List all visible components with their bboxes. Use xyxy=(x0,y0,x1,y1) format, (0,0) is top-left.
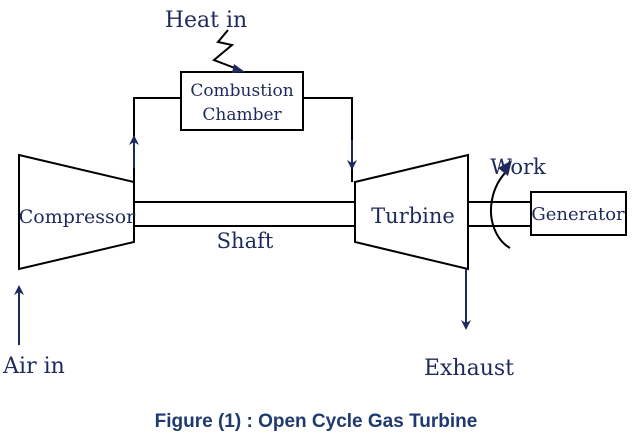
compressor-label: Compressor xyxy=(19,206,136,228)
combustor-to-turbine-line xyxy=(303,97,353,182)
work-arrowhead xyxy=(498,160,512,176)
air-in-label: Air in xyxy=(2,354,65,379)
generator-box xyxy=(530,191,627,236)
turbine-block xyxy=(354,153,469,271)
work-label: Work xyxy=(490,155,546,179)
combustion-chamber-label-line1: Combustion xyxy=(190,81,293,101)
compressor-block xyxy=(18,153,135,271)
compressor-to-combustor-line xyxy=(133,97,181,182)
generator-label: Generator xyxy=(531,204,625,225)
exhaust-label: Exhaust xyxy=(424,356,514,381)
heat-in-arrow xyxy=(212,29,241,71)
turbine-label: Turbine xyxy=(371,204,455,228)
heat-in-arrowhead xyxy=(232,64,245,73)
work-rotation-arrow xyxy=(490,171,511,249)
combustion-chamber-label-line2: Chamber xyxy=(202,105,282,125)
heat-in-label: Heat in xyxy=(165,8,247,33)
shaft-label: Shaft xyxy=(217,229,274,253)
figure-caption: Figure (1) : Open Cycle Gas Turbine xyxy=(155,411,478,432)
